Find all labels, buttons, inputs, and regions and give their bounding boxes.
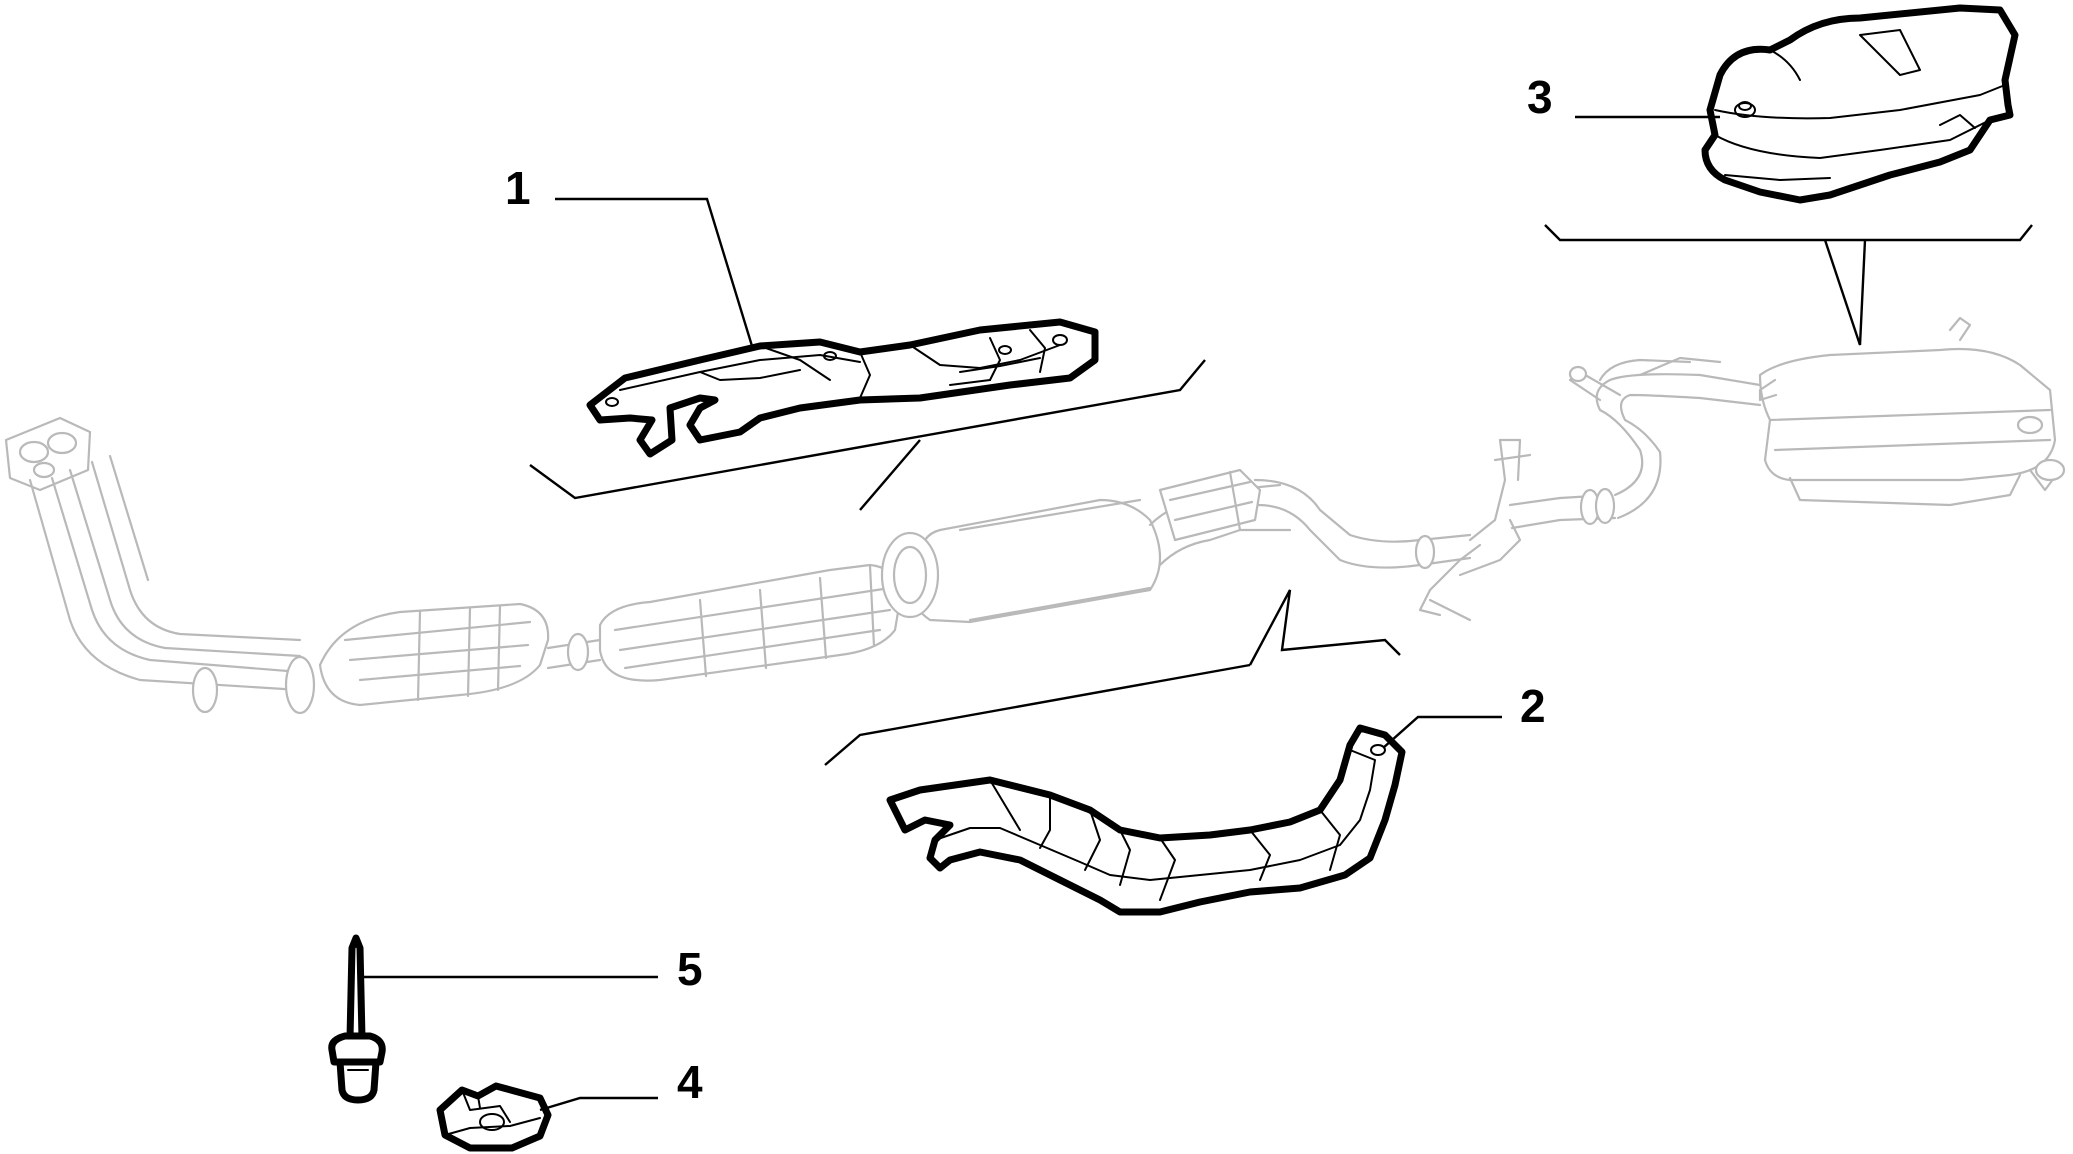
front-flange-icon — [4, 416, 92, 492]
callout-3: 3 — [1527, 71, 1553, 123]
resonator-ghost-icon — [1158, 468, 1262, 542]
leader-1 — [555, 197, 754, 347]
callout-4: 4 — [677, 1056, 703, 1108]
rivet-pin-icon — [328, 934, 386, 1104]
heat-shield-front-icon — [586, 318, 1099, 458]
leader-4 — [539, 1096, 658, 1112]
clip-nut-icon — [436, 1082, 552, 1152]
catalytic-converter-1-icon — [318, 602, 550, 707]
center-muffler-icon — [880, 498, 1161, 624]
heat-shield-center-icon — [886, 724, 1406, 916]
group-bracket-lines — [529, 224, 2033, 766]
leader-2 — [1382, 715, 1502, 749]
callout-1: 1 — [505, 162, 531, 214]
callout-5: 5 — [677, 943, 703, 995]
exhaust-system-ghost — [4, 316, 2066, 715]
leader-lines — [362, 115, 1720, 1112]
catalytic-converter-2-icon — [598, 563, 902, 682]
callout-2: 2 — [1520, 680, 1546, 732]
rear-muffler-ghost-icon — [1758, 316, 2066, 507]
callout-labels: 1 2 3 5 4 — [505, 71, 1553, 1108]
heat-shield-rear-muffler-icon — [1701, 4, 2019, 204]
